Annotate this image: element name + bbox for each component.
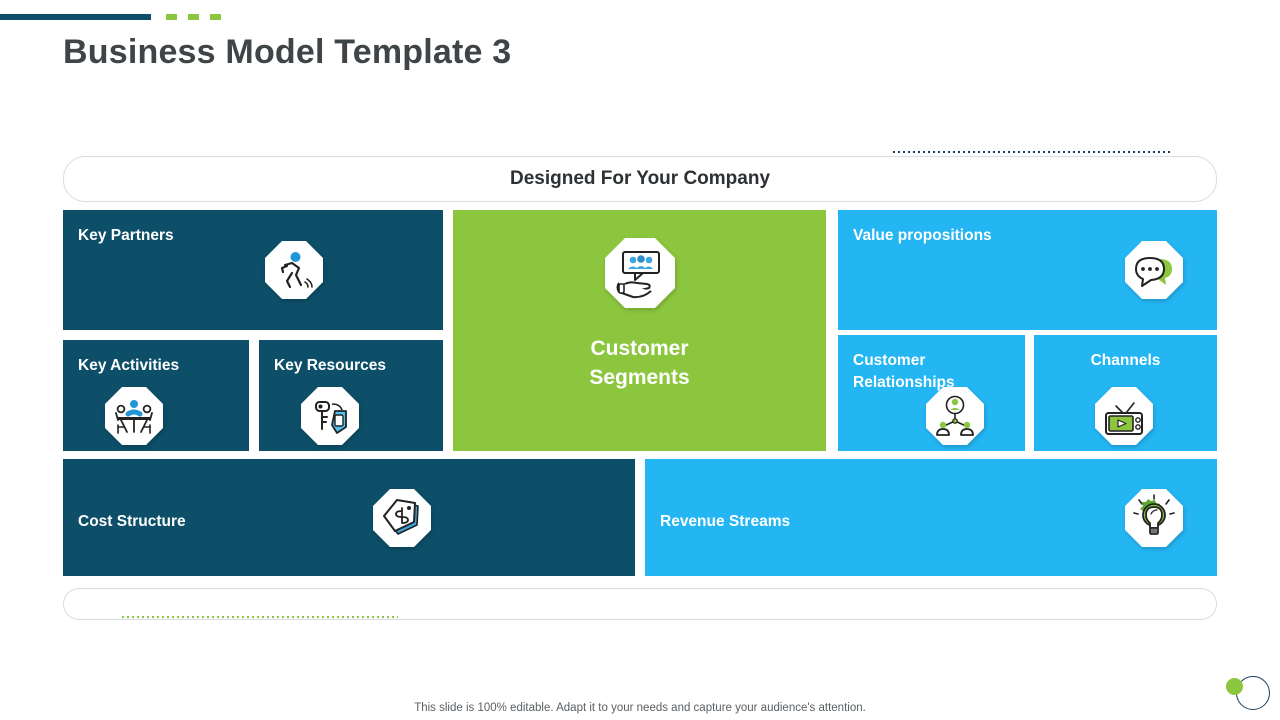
speech-bubbles-icon [1125,241,1183,299]
panel-label-key-partners: Key Partners [78,227,174,244]
people-network-icon [926,387,984,445]
teal-accent-bar [0,14,151,20]
panel-label-channels: Channels [1090,352,1161,369]
panel-cost-structure[interactable]: Cost Structure [63,459,635,576]
header-bar-label: Designed For Your Company [509,168,771,189]
lightbulb-gear-icon [1125,489,1183,547]
footer-note: This slide is 100% editable. Adapt it to… [414,702,866,714]
accent-dot-3 [210,14,221,20]
designed-for-your-company-bar: Designed For Your Company [63,156,1217,202]
hand-holding-people-icon [604,238,675,308]
panel-key-activities[interactable]: Key Activities [63,340,249,451]
television-icon [1095,387,1153,445]
accent-dots [166,14,221,20]
page-title: Business Model Template 3 [63,33,512,71]
meeting-table-icon [105,387,163,445]
price-tag-dollar-icon [373,489,431,547]
panel-key-partners[interactable]: Key Partners [63,210,443,330]
key-and-tag-icon [301,387,359,445]
footer-bar [63,588,1217,620]
green-dotted-line [122,616,398,618]
panel-customer-relationships[interactable]: Customer Relationships [838,335,1025,451]
corner-circle-dot-icon [1226,678,1243,695]
panel-label-key-resources: Key Resources [274,357,387,374]
panel-key-resources[interactable]: Key Resources [259,340,443,451]
accent-dot-1 [166,14,177,20]
panel-label-value-propositions: Value propositions [853,227,992,244]
accent-dot-2 [188,14,199,20]
panel-channels[interactable]: Channels [1034,335,1217,451]
panel-label-revenue-streams: Revenue Streams [660,513,791,530]
panel-value-propositions[interactable]: Value propositions [838,210,1217,330]
panel-label-customer-segments: Customer Segments [589,337,690,390]
panel-label-key-activities: Key Activities [78,357,180,374]
panel-label-cost-structure: Cost Structure [78,513,186,530]
navy-dotted-line [893,151,1171,153]
running-person-icon [265,241,323,299]
panel-label-customer-relationships: Customer Relationships [853,352,955,392]
panel-customer-segments[interactable]: Customer Segments [453,210,826,451]
panel-revenue-streams[interactable]: Revenue Streams [645,459,1217,576]
